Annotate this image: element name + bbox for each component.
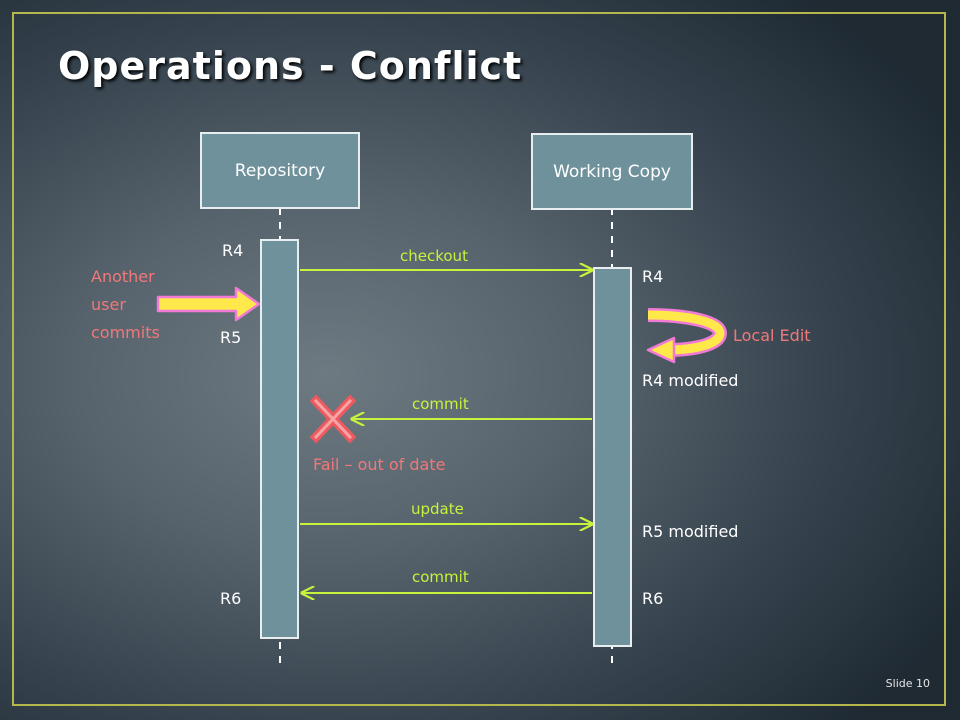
repo-revision-r5: R5 [220, 328, 242, 347]
wc-state-r6: R6 [642, 589, 664, 608]
local-edit-curved-arrow-icon [646, 308, 728, 364]
wc-state-r4: R4 [642, 267, 664, 286]
fail-out-of-date-label: Fail – out of date [313, 455, 446, 474]
checkout-label: checkout [400, 247, 468, 265]
update-label: update [411, 500, 464, 518]
failed-commit-label: commit [412, 395, 469, 413]
local-edit-label: Local Edit [733, 326, 811, 345]
slide-frame [12, 12, 946, 706]
working-copy-actor: Working Copy [531, 133, 693, 210]
commit-label: commit [412, 568, 469, 586]
repository-activation-bar [260, 239, 299, 639]
fail-cross-icon [309, 394, 357, 444]
repo-revision-r6: R6 [220, 589, 242, 608]
slide-number: Slide 10 [885, 677, 930, 690]
slide-title: Operations - Conflict [58, 44, 523, 88]
external-commit-arrow-icon [156, 286, 261, 322]
working-copy-activation-bar [593, 267, 632, 647]
wc-state-r5-modified: R5 modified [642, 522, 739, 541]
wc-state-r4-modified: R4 modified [642, 371, 739, 390]
another-user-commits-label: Another user commits [91, 267, 160, 342]
repo-revision-r4: R4 [222, 241, 244, 260]
repository-actor: Repository [200, 132, 360, 209]
